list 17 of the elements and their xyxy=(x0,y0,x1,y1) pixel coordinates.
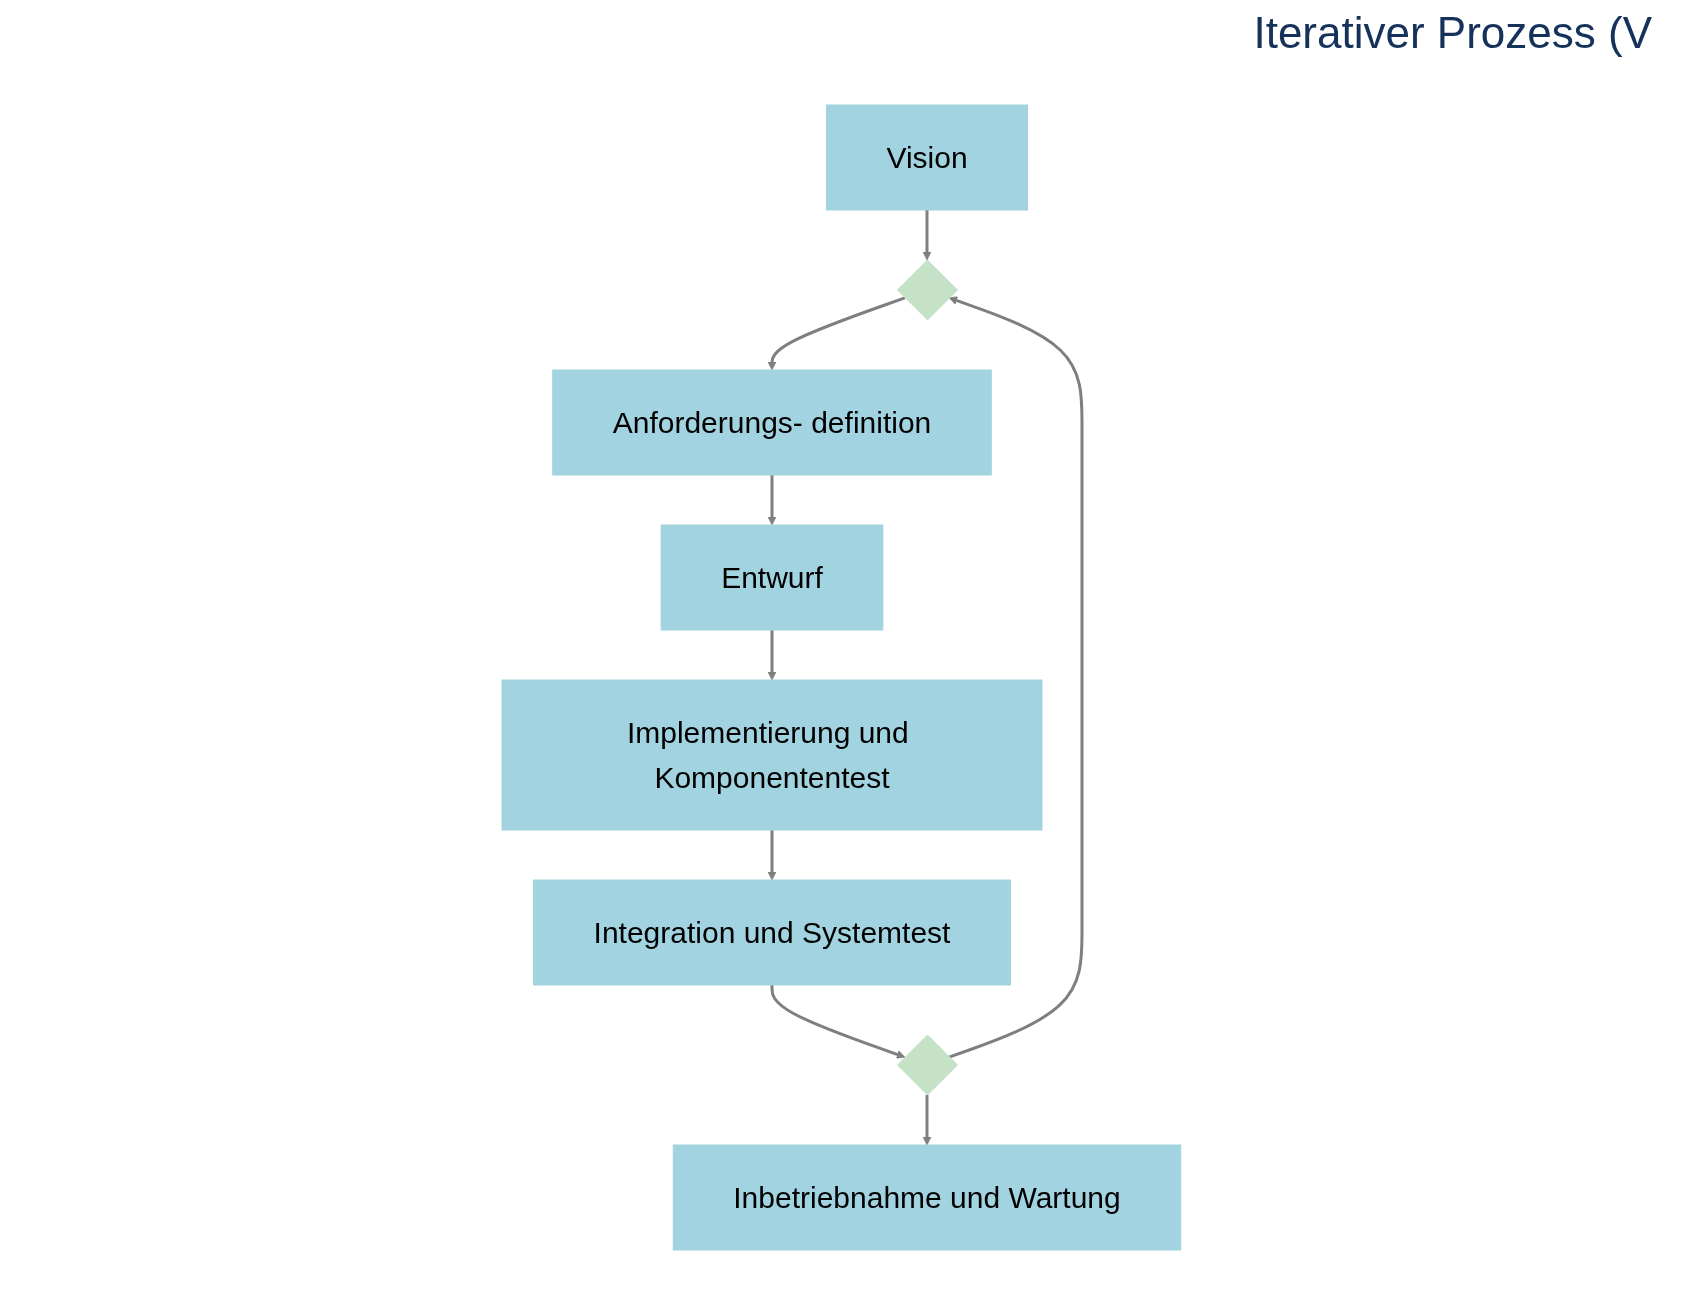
node-box: Integration und Systemtest xyxy=(532,879,1011,986)
arrow xyxy=(767,296,905,371)
arrow xyxy=(767,475,777,526)
node-diamond xyxy=(896,259,958,321)
node-box: Implementierung und Komponententest xyxy=(501,679,1043,831)
arrow xyxy=(948,296,1084,1059)
arrow xyxy=(922,210,932,261)
diagram-title: Iterativer Prozess (V xyxy=(1253,8,1652,58)
arrow xyxy=(767,830,777,881)
node-box: Entwurf xyxy=(660,524,883,631)
arrow xyxy=(767,630,777,681)
node-box: Inbetriebnahme und Wartung xyxy=(672,1144,1181,1251)
node-box: Vision xyxy=(825,104,1028,211)
node-box: Anforderungs- definition xyxy=(551,369,992,476)
arrow xyxy=(922,1095,932,1146)
node-diamond xyxy=(896,1034,958,1096)
arrow xyxy=(770,985,905,1059)
